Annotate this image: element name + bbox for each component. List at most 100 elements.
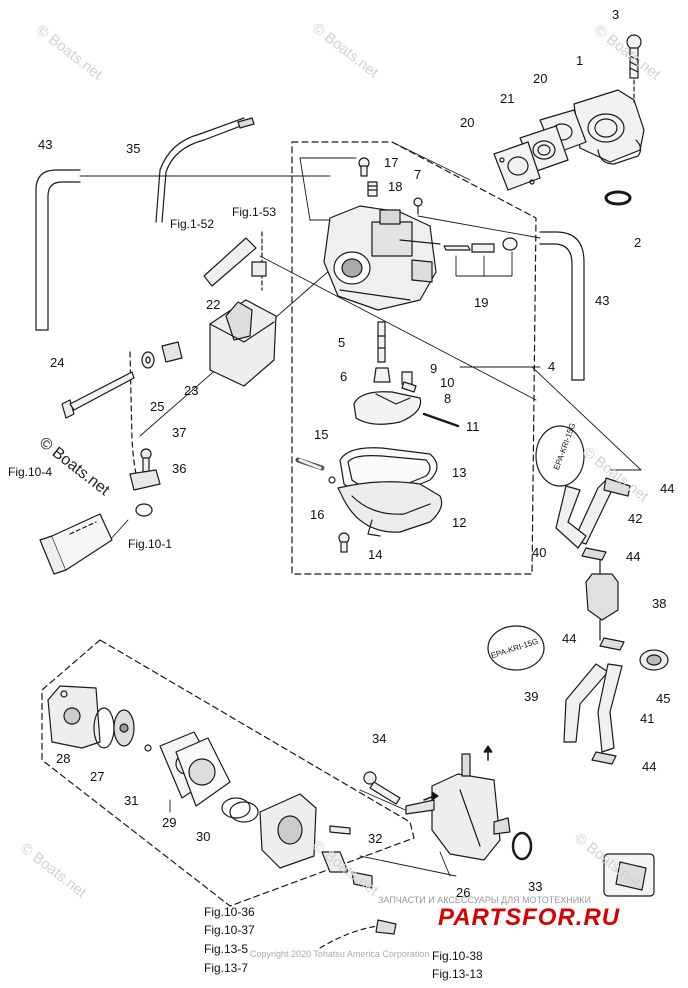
callout-37[interactable]: 37 [172, 425, 187, 440]
fig-ref-10-36[interactable]: Fig.10-36 [204, 905, 255, 919]
callout-16[interactable]: 16 [310, 507, 325, 522]
callout-45[interactable]: 45 [656, 691, 671, 706]
callout-40[interactable]: 40 [532, 545, 547, 560]
arrow-outlet [483, 745, 493, 761]
callout-41[interactable]: 41 [640, 711, 655, 726]
callout-3[interactable]: 3 [612, 7, 620, 22]
carburetor-4 [323, 205, 441, 311]
callout-43-right[interactable]: 43 [595, 293, 610, 308]
callout-24[interactable]: 24 [50, 355, 65, 370]
callout-22[interactable]: 22 [206, 297, 221, 312]
callout-31[interactable]: 31 [124, 793, 139, 808]
callout-21[interactable]: 21 [500, 91, 515, 106]
hose-fig1-52 [203, 237, 257, 287]
screw-17 [358, 157, 370, 177]
callout-29[interactable]: 29 [162, 815, 177, 830]
needle-valve-10 [401, 381, 417, 393]
fig-ref-13-13[interactable]: Fig.13-13 [432, 967, 483, 981]
callout-4[interactable]: 4 [548, 359, 556, 374]
pin-11 [422, 412, 460, 428]
callout-5[interactable]: 5 [338, 335, 346, 350]
screw-15 [295, 457, 325, 471]
callout-42[interactable]: 42 [628, 511, 643, 526]
pump-body-lower [259, 793, 317, 869]
fuel-hose-43-right [539, 231, 585, 381]
callout-11[interactable]: 11 [466, 419, 480, 434]
callout-34[interactable]: 34 [372, 731, 387, 746]
valve-body [113, 709, 135, 747]
fuel-connector-fig10-4 [39, 513, 113, 575]
callout-30[interactable]: 30 [196, 829, 211, 844]
fuel-line-bottom [319, 919, 397, 949]
callout-44-d[interactable]: 44 [642, 759, 657, 774]
callout-1[interactable]: 1 [576, 53, 584, 68]
fuel-pump-group-outline [41, 639, 415, 907]
fig-ref-10-37[interactable]: Fig.10-37 [204, 923, 255, 937]
callout-23[interactable]: 23 [184, 383, 199, 398]
fuel-hose-40 [555, 485, 587, 549]
fuel-hose-43-left [35, 169, 81, 331]
callout-12[interactable]: 12 [452, 515, 467, 530]
callout-8[interactable]: 8 [444, 391, 452, 406]
carburetor-group-outline [291, 141, 537, 575]
main-jet-5 [377, 321, 386, 363]
fig-ref-13-5[interactable]: Fig.13-5 [204, 942, 249, 956]
screw-32 [329, 825, 351, 835]
callout-13[interactable]: 13 [452, 465, 467, 480]
callout-26[interactable]: 26 [456, 885, 471, 900]
callout-44-a[interactable]: 44 [660, 481, 675, 496]
callout-44-c[interactable]: 44 [562, 631, 577, 646]
fig-ref-1-53[interactable]: Fig.1-53 [232, 205, 277, 219]
shop-brand: PARTSFOR.RU [438, 904, 621, 931]
bolt-37 [140, 448, 152, 473]
callout-19[interactable]: 19 [474, 295, 489, 310]
callout-36[interactable]: 36 [172, 461, 187, 476]
callout-39[interactable]: 39 [524, 689, 539, 704]
o-ring-2 [604, 190, 632, 206]
callout-27[interactable]: 27 [90, 769, 105, 784]
fig-ref-10-4[interactable]: Fig.10-4 [8, 465, 53, 479]
bolt-3 [626, 34, 642, 103]
hose-clamp-44-lower-a [599, 637, 625, 651]
connector-fig1-53 [251, 231, 267, 291]
gasket-20-front [493, 141, 541, 191]
callout-2[interactable]: 2 [634, 235, 642, 250]
callout-9[interactable]: 9 [430, 361, 438, 376]
fig-ref-10-38[interactable]: Fig.10-38 [432, 949, 483, 963]
callout-38[interactable]: 38 [652, 596, 667, 611]
spring-pump [221, 797, 259, 823]
collar-23 [161, 341, 183, 363]
callout-35[interactable]: 35 [126, 141, 141, 156]
o-ring-33 [511, 831, 533, 861]
callout-18[interactable]: 18 [388, 179, 403, 194]
float-8 [353, 391, 422, 425]
shop-tagline: ЗАПЧАСТИ И АКСЕССУАРЫ ДЛЯ МОТОТЕХНИКИ [378, 895, 591, 905]
fig-ref-1-52[interactable]: Fig.1-52 [170, 217, 215, 231]
callout-17[interactable]: 17 [384, 155, 399, 170]
fuel-filter-38 [585, 559, 619, 641]
callout-32[interactable]: 32 [368, 831, 383, 846]
hose-clamp-44-upper [603, 477, 631, 497]
callout-10[interactable]: 10 [440, 375, 455, 390]
callout-15[interactable]: 15 [314, 427, 329, 442]
callout-20-upper[interactable]: 20 [533, 71, 548, 86]
fig-ref-13-7[interactable]: Fig.13-7 [204, 961, 249, 975]
drain-screw-14 [338, 532, 350, 553]
fig-ref-10-1[interactable]: Fig.10-1 [128, 537, 173, 551]
callout-20-lower[interactable]: 20 [460, 115, 475, 130]
fuel-pump-26 [405, 753, 511, 861]
bolt-24 [61, 371, 135, 419]
callout-7[interactable]: 7 [414, 167, 422, 182]
callout-6[interactable]: 6 [340, 369, 348, 384]
callout-33[interactable]: 33 [528, 879, 543, 894]
callout-44-b[interactable]: 44 [626, 549, 641, 564]
callout-28[interactable]: 28 [56, 751, 71, 766]
callout-25[interactable]: 25 [150, 399, 165, 414]
float-chamber-12 [337, 481, 443, 537]
silencer-box-22 [209, 299, 277, 387]
callout-14[interactable]: 14 [368, 547, 383, 562]
shop-logo-badge [603, 853, 655, 897]
callout-43-left[interactable]: 43 [38, 137, 53, 152]
fuel-hose-41 [597, 663, 623, 753]
